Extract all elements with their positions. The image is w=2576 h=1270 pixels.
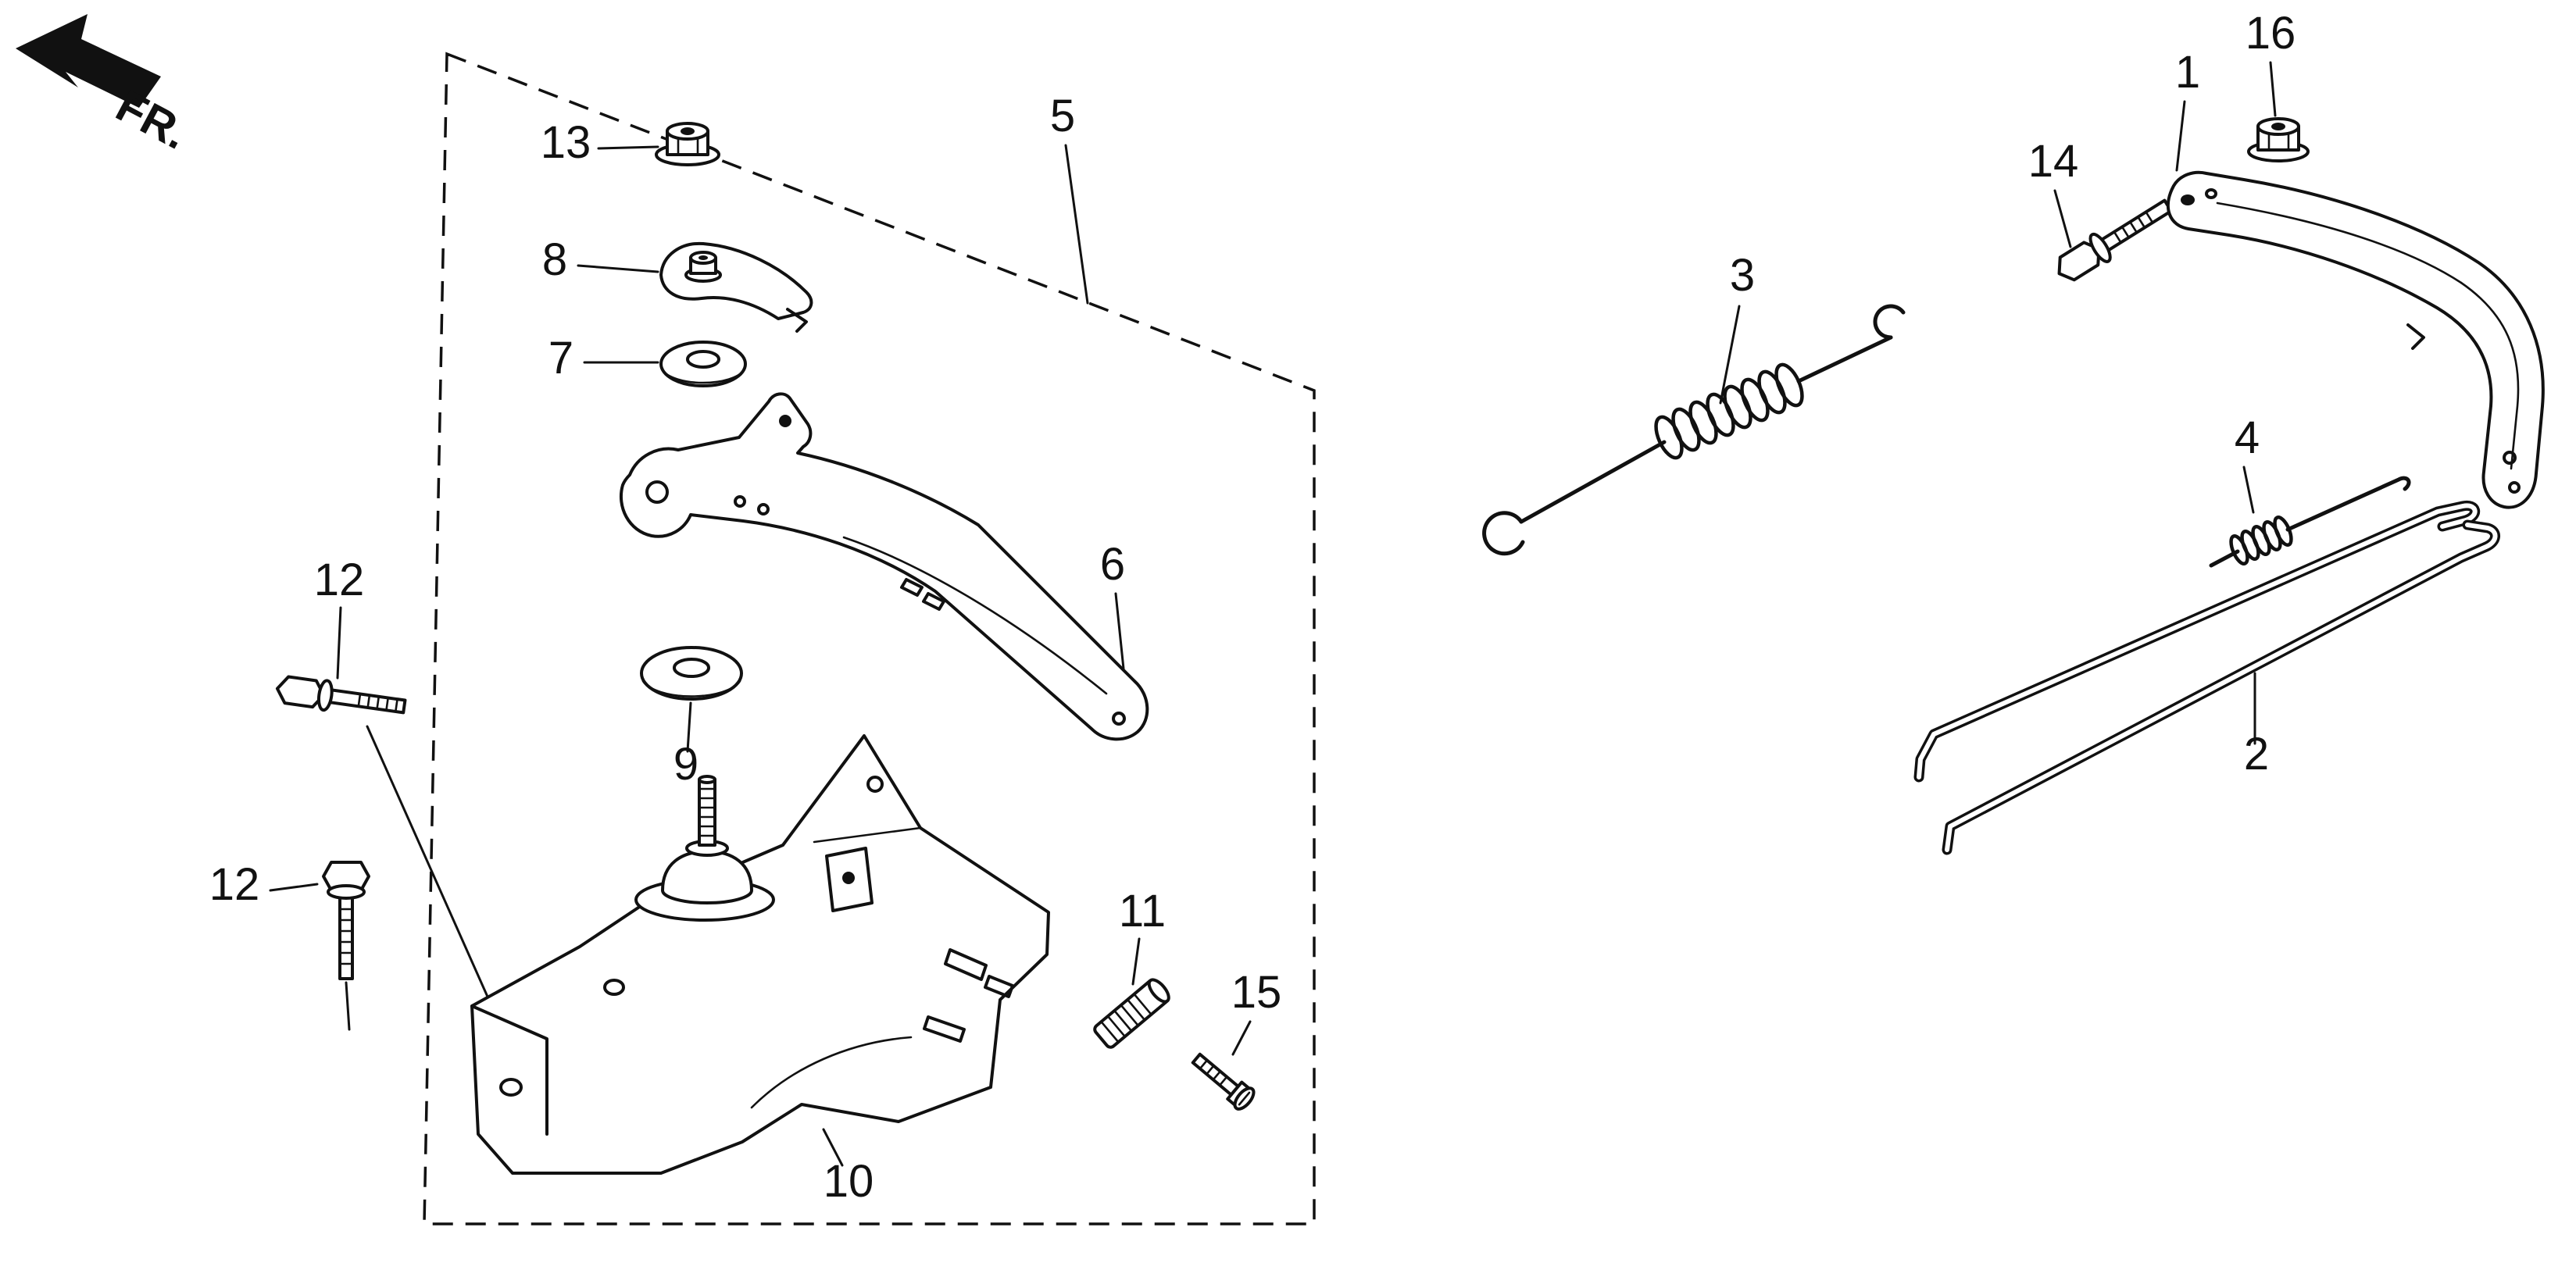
leader-line-9 (686, 701, 692, 753)
spring-3-right-hook (1873, 304, 1906, 340)
callout-12-upper: 12 (314, 555, 365, 605)
part-9-washer (640, 646, 743, 701)
part-6-lever-arm (619, 392, 1149, 741)
leader-line-6 (1114, 592, 1125, 670)
fr-direction-indicator: FR. (16, 14, 196, 159)
callout-8: 8 (542, 234, 567, 285)
leader-line-1 (2175, 100, 2186, 172)
leader-line-14 (2053, 189, 2072, 248)
leader-line-8 (577, 264, 659, 273)
part-4-spring (2209, 476, 2411, 568)
part-12-lower-flange-bolt (322, 861, 370, 980)
spring-3-left-hook (1482, 511, 1525, 556)
callout-4: 4 (2235, 412, 2260, 463)
part-2-link-rods (1913, 500, 2500, 855)
callout-15: 15 (1231, 967, 1282, 1018)
callout-14: 14 (2028, 136, 2079, 187)
part-13-flange-nut (655, 122, 720, 166)
leader-line-3 (1719, 305, 1741, 405)
callout-9: 9 (673, 739, 698, 790)
leader-line-13 (597, 145, 659, 150)
part-8-cam-plate (659, 241, 813, 333)
leader-line-5 (1064, 144, 1089, 305)
callout-13: 13 (541, 117, 591, 168)
callout-16: 16 (2246, 8, 2296, 59)
leader-lines (269, 61, 2277, 1167)
leader-line-12-upper-long (366, 725, 508, 1040)
part-12-upper-flange-bolt (275, 675, 407, 715)
leader-line-16 (2269, 61, 2277, 117)
callout-12-lower: 12 (209, 859, 260, 910)
callout-11: 11 (1119, 886, 1166, 936)
leader-line-4 (2242, 466, 2255, 514)
fr-arrow-icon (16, 14, 161, 108)
callout-10: 10 (824, 1156, 874, 1207)
part-7-washer (659, 341, 747, 387)
part-10-base-plate (470, 734, 1050, 1175)
part-1-control-lever (2166, 170, 2545, 509)
leader-line-12-lower (269, 883, 319, 892)
leader-line-12-lower-ext (345, 981, 351, 1031)
callout-3: 3 (1730, 250, 1755, 301)
part-11-knurled-pin (1093, 978, 1170, 1049)
callout-5: 5 (1050, 91, 1075, 141)
leader-line-10 (822, 1128, 844, 1167)
callout-6: 6 (1100, 539, 1125, 590)
callout-labels: 1 2 3 4 5 6 7 8 9 10 11 12 12 13 14 15 1… (209, 8, 2296, 1207)
part-3-spring (1482, 304, 1906, 556)
part-14-flange-bolt (2057, 198, 2173, 282)
part-15-screw (1191, 1052, 1256, 1111)
rod-upper (1913, 500, 2480, 783)
callout-7: 7 (548, 333, 573, 383)
callout-2: 2 (2244, 729, 2269, 779)
callout-1: 1 (2175, 47, 2200, 98)
part-16-flange-nut (2247, 117, 2310, 162)
leader-line-15 (1231, 1020, 1252, 1056)
leader-line-12-upper (336, 606, 342, 680)
leader-line-11 (1131, 937, 1141, 986)
